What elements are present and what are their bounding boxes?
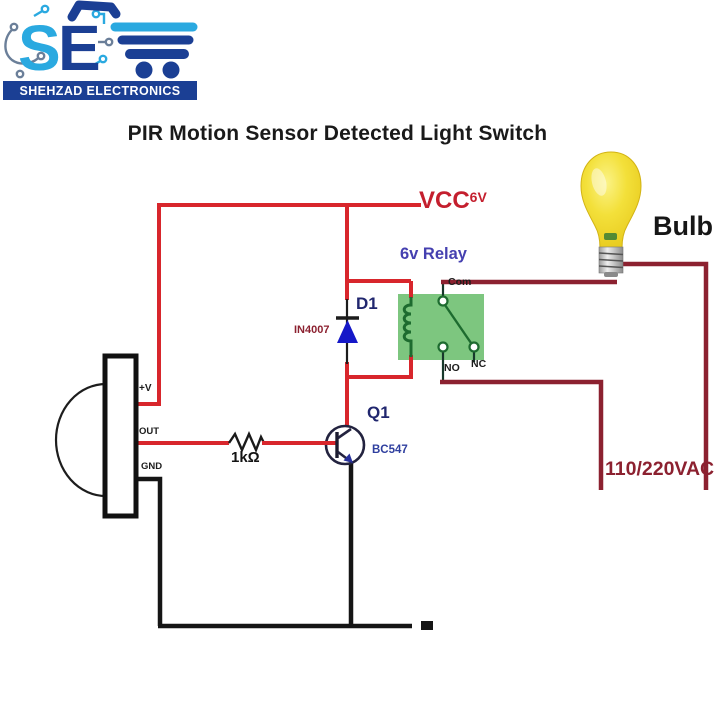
brand-letter-s: S (18, 12, 61, 82)
vcc-label: VCC6V (419, 189, 487, 213)
bulb-highlight (591, 168, 607, 196)
bulb-brand-mark (604, 233, 617, 240)
diode-triangle (337, 320, 358, 343)
pir-pin-gnd-label: GND (141, 461, 163, 472)
relay-label: 6v Relay (400, 245, 467, 263)
nc-terminal (468, 341, 480, 353)
pir-dome (54, 382, 107, 498)
bulb-label: Bulb (653, 211, 713, 241)
pir-sensor (54, 353, 139, 519)
relay-pin-no-label: NO (444, 362, 460, 374)
relay-pin-nc-label: NC (471, 358, 487, 370)
transistor-ref-label: Q1 (367, 403, 390, 422)
bulb-to-ac-wire (621, 261, 709, 490)
diode-part-label: IN4007 (294, 324, 330, 336)
diode-ref-label: D1 (356, 294, 378, 313)
no-to-ac-wire (440, 379, 604, 490)
relay-bottom-wire (347, 355, 413, 379)
relay-coil (402, 297, 413, 357)
switch-arm (444, 304, 472, 344)
com-terminal (437, 295, 449, 307)
ac-voltage-label: 110/220VAC (605, 458, 715, 480)
vcc-text: VCC (419, 187, 470, 214)
ground-wires (137, 461, 412, 629)
page-title: PIR Motion Sensor Detected Light Switch (127, 122, 548, 145)
ground-rail-end-dash (421, 621, 433, 630)
resistor-value-label: 1kΩ (231, 449, 260, 466)
pir-gnd-wire (137, 476, 163, 626)
brand-banner-text: SHEHZAD ELECTRONICS (19, 83, 181, 98)
brand-banner: SHEHZAD ELECTRONICS (3, 81, 197, 100)
collector-stub (337, 427, 352, 440)
bulb-base-tip (604, 272, 618, 277)
brand-letter-e: E (58, 12, 101, 82)
no-terminal (437, 341, 449, 353)
pir-pin-v-label: +V (139, 383, 152, 394)
brand-logo: S E (4, 0, 198, 82)
shopping-cart-icon (67, 0, 198, 79)
relay-internals (402, 282, 480, 382)
transistor-q1 (262, 424, 366, 466)
transistor-part-label: BC547 (372, 444, 408, 456)
vcc-wires (137, 203, 421, 445)
circuit-trace-decoration (4, 4, 114, 79)
ac-wires (440, 261, 709, 490)
resistor-zigzag (228, 431, 266, 454)
emitter-arrow (343, 453, 353, 463)
pir-pin-out-label: OUT (139, 426, 160, 437)
relay-pin-com-label: Com (448, 276, 472, 288)
diode-d1 (336, 299, 359, 364)
vcc-rail-and-left-branch-wire (137, 203, 421, 406)
light-bulb (580, 151, 642, 277)
pir-module-body (102, 353, 139, 519)
vcc-voltage-text: 6V (469, 189, 487, 205)
